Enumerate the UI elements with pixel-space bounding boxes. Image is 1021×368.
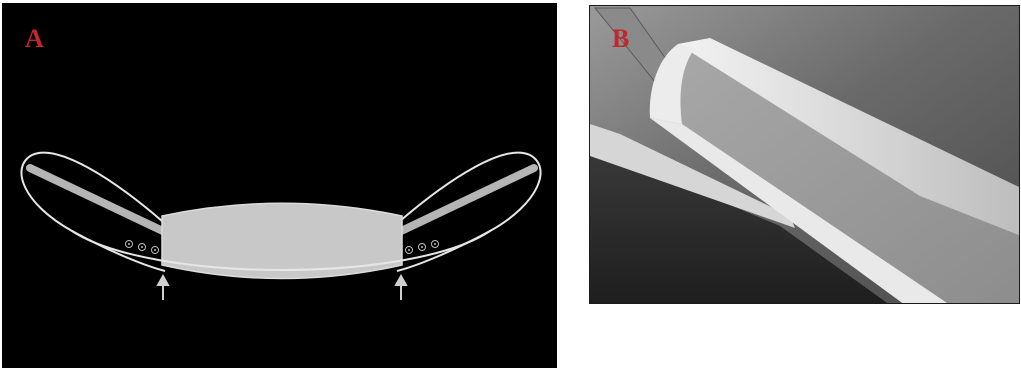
lens-optic: [162, 203, 402, 278]
panel-a-label: A: [25, 26, 44, 52]
right-haptic-arm: [397, 168, 534, 233]
right-haptic-loop: [397, 153, 541, 271]
left-arrow: [158, 276, 168, 300]
panel-b-label: B: [612, 26, 629, 52]
lens-edge-micrograph: [590, 6, 1020, 304]
lens-schematic-drawing: [2, 3, 557, 368]
panel-a-schematic: A: [2, 3, 557, 368]
panel-b-micrograph: B: [589, 5, 1020, 304]
left-haptic-arm: [30, 168, 167, 233]
right-arrow: [396, 276, 406, 300]
